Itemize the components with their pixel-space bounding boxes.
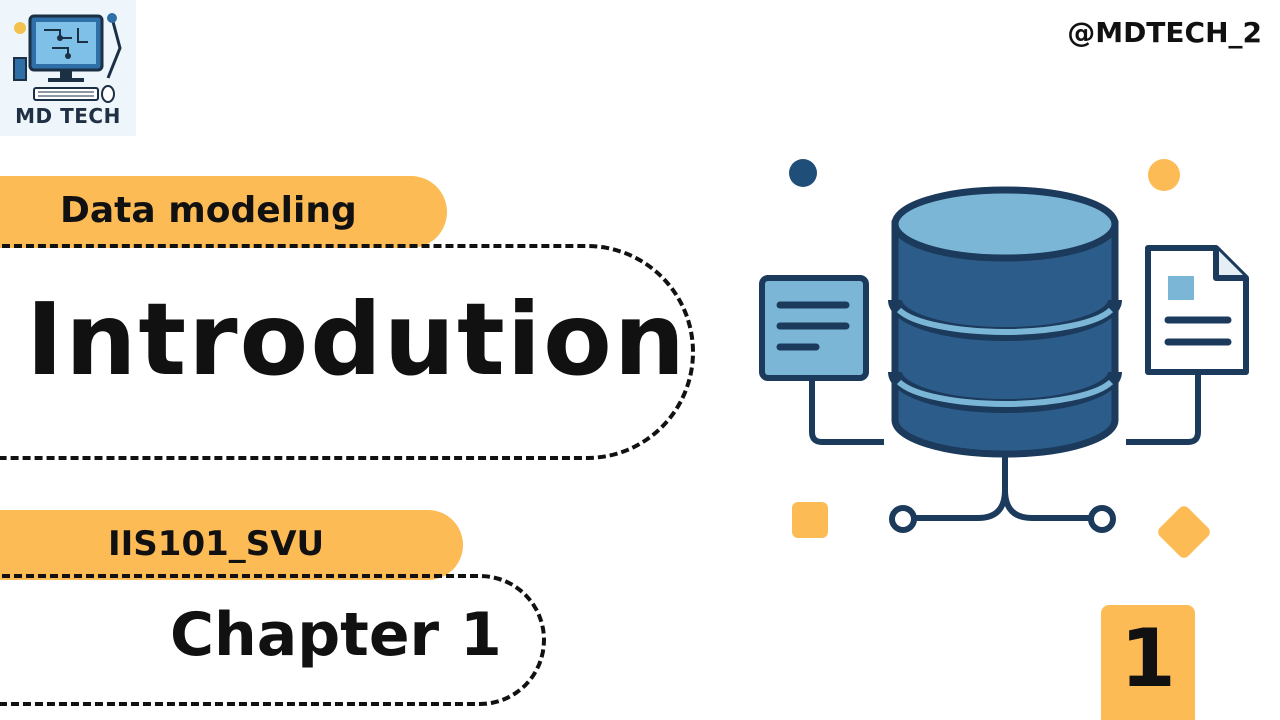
connector-left [809,378,884,445]
title-dashed-frame [0,244,695,460]
decor-dot-dark [789,159,817,187]
database-illustration [759,159,1249,558]
chapter-label: Chapter 1 [170,600,502,670]
page-badge: 1 [1101,605,1195,720]
course-code-pill: IIS101_SVU [0,510,463,580]
network-stem [905,454,1102,521]
decor-square-orange [792,502,828,538]
document-icon [1145,245,1249,375]
computer-icon [13,13,122,103]
logo-text: MD TECH [15,104,121,128]
subject-pill: Data modeling [0,176,447,248]
connector-right [1126,372,1201,445]
database-icon [888,186,1122,458]
decor-dot-orange [1148,159,1180,191]
network-node-right [1088,505,1116,533]
brand-logo: MD TECH [0,0,136,136]
chapter-dashed-frame [0,574,546,706]
page-number: 1 [1120,612,1176,705]
note-card-icon [759,275,869,381]
decor-diamond-orange [1158,506,1210,558]
network-node-left [889,505,917,533]
main-title: Introdution [26,281,687,398]
channel-handle: @MDTECH_2 [1067,16,1262,49]
